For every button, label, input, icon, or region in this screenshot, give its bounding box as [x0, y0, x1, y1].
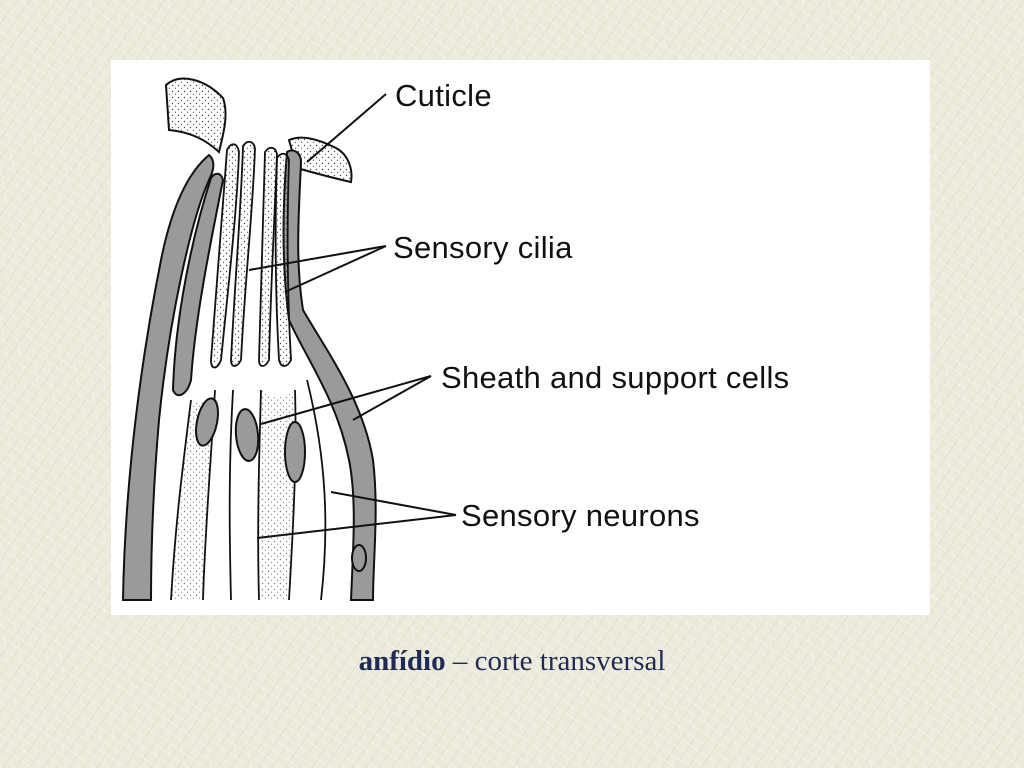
label-sheath-support-cells: Sheath and support cells: [441, 360, 789, 395]
cuticle-right: [287, 136, 353, 184]
stippled-cell-body-right: [259, 390, 296, 600]
slide-caption: anfídio – corte transversal: [0, 645, 1024, 678]
right-sheath: [282, 149, 377, 601]
figure-panel: Cuticle Sensory cilia Sheath and support…: [111, 60, 930, 615]
caption-description: – corte transversal: [445, 645, 666, 677]
inner-left-support: [171, 172, 225, 397]
nuclei: [195, 397, 367, 572]
cuticle-left: [164, 77, 227, 154]
caption-term: anfídio: [358, 645, 446, 677]
outer-left-sheath: [121, 153, 215, 601]
label-sensory-neurons: Sensory neurons: [461, 498, 700, 533]
label-cuticle: Cuticle: [395, 78, 492, 113]
label-sensory-cilia: Sensory cilia: [393, 230, 573, 265]
sensory-cilia: [210, 140, 292, 369]
leader-lines: [248, 93, 457, 539]
amphid-diagram: Cuticle Sensory cilia Sheath and support…: [121, 77, 789, 601]
